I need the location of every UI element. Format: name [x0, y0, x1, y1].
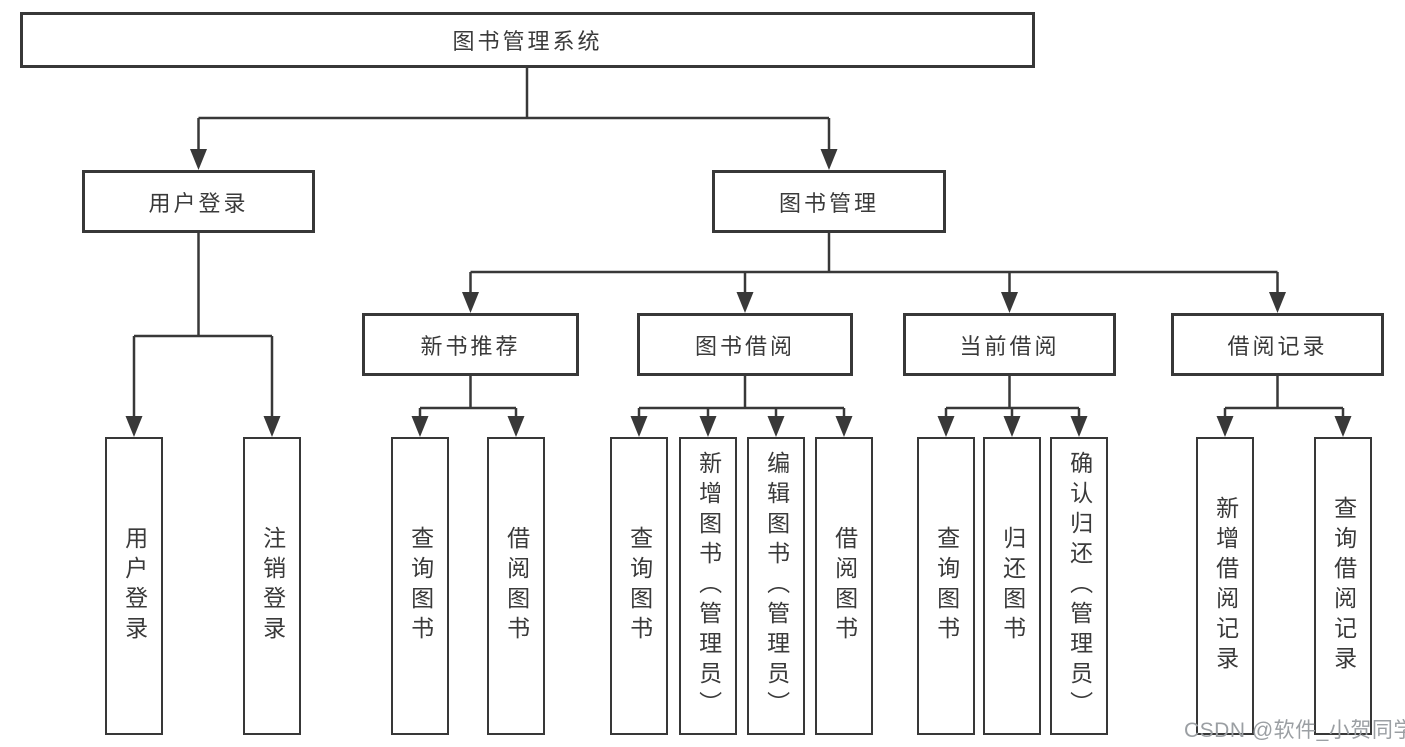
leaf-query-book-1: 查询图书 [391, 437, 449, 735]
node-current-borrow: 当前借阅 [903, 313, 1116, 376]
node-user-login: 用户登录 [82, 170, 315, 233]
leaf-query-borrow-record: 查询借阅记录 [1314, 437, 1372, 735]
leaf-borrow-book-1-label: 借阅图书 [503, 526, 530, 646]
leaf-query-book-2-label: 查询图书 [626, 526, 653, 646]
leaf-query-book-1-label: 查询图书 [407, 526, 434, 646]
node-book-borrow: 图书借阅 [637, 313, 853, 376]
leaf-add-book-admin: 新增图书（管理员） [679, 437, 737, 735]
leaf-logout-login: 注销登录 [243, 437, 301, 735]
leaf-query-book-3: 查询图书 [917, 437, 975, 735]
leaf-borrow-book-2: 借阅图书 [815, 437, 873, 735]
watermark: CSDN @软件_小贺同学 [1184, 719, 1405, 742]
node-user-login-label: 用户登录 [148, 190, 249, 216]
leaf-query-book-3-label: 查询图书 [933, 526, 960, 646]
leaf-add-borrow-record-label: 新增借阅记录 [1212, 496, 1239, 676]
node-borrow-record-label: 借阅记录 [1227, 333, 1328, 359]
leaf-query-borrow-record-label: 查询借阅记录 [1330, 496, 1357, 676]
leaf-edit-book-admin-label: 编辑图书（管理员） [763, 451, 790, 721]
leaf-borrow-book-1: 借阅图书 [487, 437, 545, 735]
leaf-edit-book-admin: 编辑图书（管理员） [747, 437, 805, 735]
leaf-logout-login-label: 注销登录 [259, 526, 286, 646]
leaf-confirm-return-admin-label: 确认归还（管理员） [1066, 451, 1093, 721]
leaf-borrow-book-2-label: 借阅图书 [831, 526, 858, 646]
leaf-add-book-admin-label: 新增图书（管理员） [695, 451, 722, 721]
node-root-label: 图书管理系统 [452, 29, 603, 54]
node-current-borrow-label: 当前借阅 [959, 333, 1060, 359]
leaf-query-book-2: 查询图书 [610, 437, 668, 735]
leaf-user-login-label: 用户登录 [121, 526, 148, 646]
node-book-management: 图书管理 [712, 170, 946, 233]
node-book-borrow-label: 图书借阅 [694, 333, 795, 359]
node-book-management-label: 图书管理 [778, 190, 879, 216]
node-borrow-record: 借阅记录 [1171, 313, 1384, 376]
leaf-return-book: 归还图书 [983, 437, 1041, 735]
node-new-book-recommend-label: 新书推荐 [420, 333, 521, 359]
leaf-return-book-label: 归还图书 [999, 526, 1026, 646]
leaf-user-login: 用户登录 [105, 437, 163, 735]
leaf-confirm-return-admin: 确认归还（管理员） [1050, 437, 1108, 735]
arrowheads [125, 149, 1352, 437]
leaf-add-borrow-record: 新增借阅记录 [1196, 437, 1254, 735]
node-new-book-recommend: 新书推荐 [362, 313, 579, 376]
node-root: 图书管理系统 [20, 12, 1035, 68]
